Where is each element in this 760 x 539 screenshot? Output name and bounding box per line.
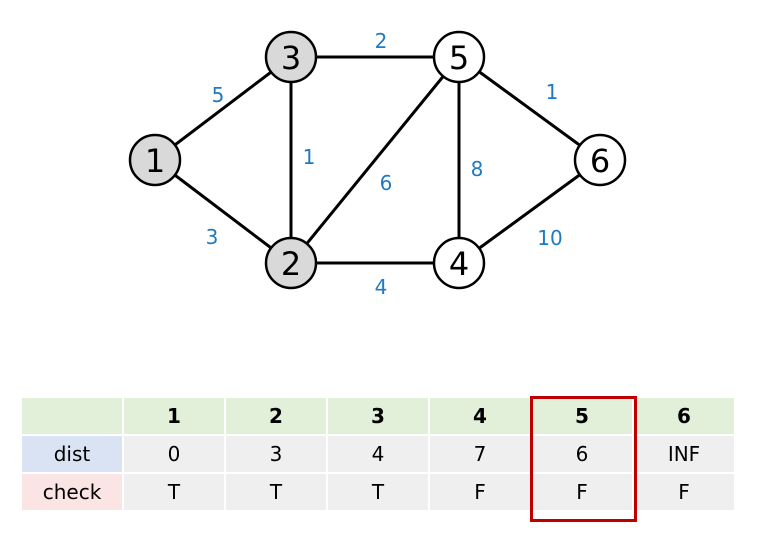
node-label-4: 4 bbox=[449, 245, 469, 283]
node-circle-1 bbox=[128, 133, 182, 187]
edge-2-5 bbox=[289, 56, 461, 264]
node-label-5: 5 bbox=[449, 39, 469, 77]
check-cell-node-1: T bbox=[124, 474, 224, 510]
dist-cell-node-5: 6 bbox=[532, 436, 632, 472]
check-cell-node-4: F bbox=[430, 474, 530, 510]
node-label-2: 2 bbox=[281, 245, 301, 283]
edge-weight-4-6: 10 bbox=[537, 226, 562, 250]
node-3: 3 bbox=[264, 30, 318, 84]
check-cell-node-3: T bbox=[328, 474, 428, 510]
node-circle-4 bbox=[432, 236, 486, 290]
nodes-layer: 1 2 3 4 5 6 bbox=[128, 30, 627, 290]
header-cell-node-4: 4 bbox=[430, 398, 530, 434]
row-label-dist: dist bbox=[22, 436, 122, 472]
header-cell-node-6: 6 bbox=[634, 398, 734, 434]
header-cell-node-2: 2 bbox=[226, 398, 326, 434]
table-header-row: 1 2 3 4 5 6 bbox=[22, 398, 734, 434]
edge-weight-2-5: 6 bbox=[380, 171, 393, 195]
node-circle-5 bbox=[432, 30, 486, 84]
dist-cell-node-3: 4 bbox=[328, 436, 428, 472]
dist-cell-node-6: INF bbox=[634, 436, 734, 472]
edge-weight-1-2: 3 bbox=[206, 225, 219, 249]
edge-5-6 bbox=[458, 55, 601, 162]
node-label-1: 1 bbox=[145, 142, 165, 180]
edge-weights-layer: 5 3 2 1 6 4 8 1 10 bbox=[206, 29, 563, 299]
edge-1-3 bbox=[154, 55, 292, 162]
node-circle-2 bbox=[264, 236, 318, 290]
edge-weight-1-3: 5 bbox=[212, 83, 225, 107]
header-cell-node-3: 3 bbox=[328, 398, 428, 434]
table-row-dist: dist 0 3 4 7 6 INF bbox=[22, 436, 734, 472]
dist-cell-node-4: 7 bbox=[430, 436, 530, 472]
edge-weight-5-6: 1 bbox=[546, 80, 559, 104]
node-circle-3 bbox=[264, 30, 318, 84]
node-6: 6 bbox=[573, 133, 627, 187]
header-corner-cell bbox=[22, 398, 122, 434]
header-cell-node-5: 5 bbox=[532, 398, 632, 434]
graph-diagram: 5 3 2 1 6 4 8 1 10 1 2 3 4 5 6 bbox=[128, 29, 627, 299]
check-cell-node-5: F bbox=[532, 474, 632, 510]
node-label-3: 3 bbox=[281, 39, 301, 77]
node-label-6: 6 bbox=[590, 142, 610, 180]
check-cell-node-2: T bbox=[226, 474, 326, 510]
node-1: 1 bbox=[128, 133, 182, 187]
edge-weight-3-5: 2 bbox=[375, 29, 388, 53]
node-4: 4 bbox=[432, 236, 486, 290]
edge-weight-3-2: 1 bbox=[303, 145, 316, 169]
dist-cell-node-1: 0 bbox=[124, 436, 224, 472]
table-row-check: check T T T F F F bbox=[22, 474, 734, 510]
node-5: 5 bbox=[432, 30, 486, 84]
edge-weight-5-4: 8 bbox=[471, 157, 484, 181]
distance-table: 1 2 3 4 5 6 dist 0 3 4 7 6 INF check T T… bbox=[20, 396, 736, 512]
check-cell-node-6: F bbox=[634, 474, 734, 510]
node-2: 2 bbox=[264, 236, 318, 290]
dist-cell-node-2: 3 bbox=[226, 436, 326, 472]
edges-layer bbox=[154, 55, 601, 265]
row-label-check: check bbox=[22, 474, 122, 510]
edge-1-2 bbox=[154, 158, 292, 265]
edge-weight-2-4: 4 bbox=[375, 275, 388, 299]
node-circle-6 bbox=[573, 133, 627, 187]
header-cell-node-1: 1 bbox=[124, 398, 224, 434]
edge-4-6 bbox=[458, 158, 601, 265]
